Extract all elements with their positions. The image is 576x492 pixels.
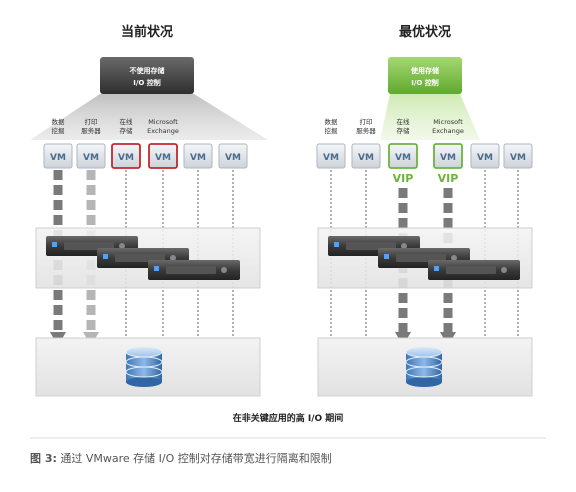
vm-box-label: VM (395, 153, 411, 163)
vm-label: 数据 (52, 117, 66, 126)
vm-box: VM (76, 143, 106, 169)
vm-box: VM (43, 143, 73, 169)
control-box-line1: 使用存储 (410, 66, 439, 75)
panel-title: 当前状况 (121, 24, 173, 40)
vm-label: 挖掘 (52, 126, 66, 135)
figure-number: 图 3: (30, 452, 57, 465)
database-icon (405, 346, 443, 387)
control-box: 不使用存储 I/O 控制 (100, 57, 194, 94)
storage-box (317, 337, 533, 397)
vm-box-label: VM (83, 153, 99, 163)
vm-box-label: VM (190, 153, 206, 163)
scenario-label: 在非关键应用的高 I/O 期间 (233, 412, 344, 424)
vm-label: Exchange (147, 127, 179, 135)
vm-box-label: VM (477, 153, 493, 163)
control-beam (380, 94, 480, 140)
control-box-line2: I/O 控制 (133, 78, 161, 87)
vm-label: 打印 (85, 117, 98, 126)
vm-label: Microsoft (148, 118, 178, 126)
vm-box: VM (503, 143, 533, 169)
vm-box: VM (218, 143, 248, 169)
vm-label: 挖掘 (325, 126, 339, 135)
host-server-box (35, 227, 261, 289)
vm-row: VM VM VM VM VM (316, 143, 533, 169)
vm-box-label: VM (50, 153, 66, 163)
vm-labels: 数据 挖掘 打印 服务器 在线 存储 Microsoft Exchange (325, 117, 464, 135)
vm-label: 打印 (360, 117, 373, 126)
vm-row: VM VM VM VM VM (43, 143, 248, 169)
vm-box-label: VM (510, 153, 526, 163)
host-server-box (317, 227, 533, 289)
vm-labels: 数据 挖掘 打印 服务器 在线 存储 Microsoft Exchange (52, 117, 179, 135)
control-box-line1: 不使用存储 (130, 66, 165, 75)
vm-label: 在线 (397, 117, 411, 126)
figure-caption-text: 通过 VMware 存储 I/O 控制对存储带宽进行隔离和限制 (56, 452, 332, 465)
vm-box: VM (183, 143, 213, 169)
vm-label: 数据 (325, 117, 339, 126)
control-box-line2: I/O 控制 (411, 78, 439, 87)
server-icon (148, 260, 240, 280)
vm-box-highlighted: VM (148, 143, 178, 169)
vm-label: Microsoft (433, 118, 463, 126)
control-box: 使用存储 I/O 控制 (388, 57, 462, 94)
figure-caption: 图 3: 通过 VMware 存储 I/O 控制对存储带宽进行隔离和限制 (30, 450, 332, 466)
vm-label: Exchange (432, 127, 464, 135)
vm-box-highlighted: VM (388, 143, 418, 169)
vm-box-highlighted: VM (111, 143, 141, 169)
panel-optimal: 最优状况 使用存储 I/O 控制 数据 挖掘 打印 服务器 在线 存储 Micr… (316, 24, 533, 397)
vm-box: VM (351, 143, 381, 169)
vm-box-label: VM (358, 153, 374, 163)
vip-badge: VIP (438, 172, 459, 185)
control-beam (30, 94, 268, 140)
storage-box (35, 337, 261, 397)
panel-title: 最优状况 (399, 24, 451, 40)
vm-box-label: VM (440, 153, 456, 163)
vip-badge: VIP (393, 172, 414, 185)
vm-label: 服务器 (356, 126, 376, 135)
panel-current: 当前状况 不使用存储 I/O 控制 数据 挖掘 打印 服务器 在线 存储 Mic… (30, 24, 268, 397)
vm-box-highlighted: VM (433, 143, 463, 169)
vm-label: 存储 (120, 126, 134, 135)
vm-box-label: VM (118, 153, 134, 163)
vm-label: 在线 (120, 117, 134, 126)
server-icon (428, 260, 520, 280)
vm-label: 存储 (397, 126, 411, 135)
vm-label: 服务器 (81, 126, 101, 135)
vm-box: VM (316, 143, 346, 169)
database-icon (125, 346, 163, 387)
vm-box-label: VM (225, 153, 241, 163)
vm-box: VM (470, 143, 500, 169)
vm-box-label: VM (155, 153, 171, 163)
vm-box-label: VM (323, 153, 339, 163)
